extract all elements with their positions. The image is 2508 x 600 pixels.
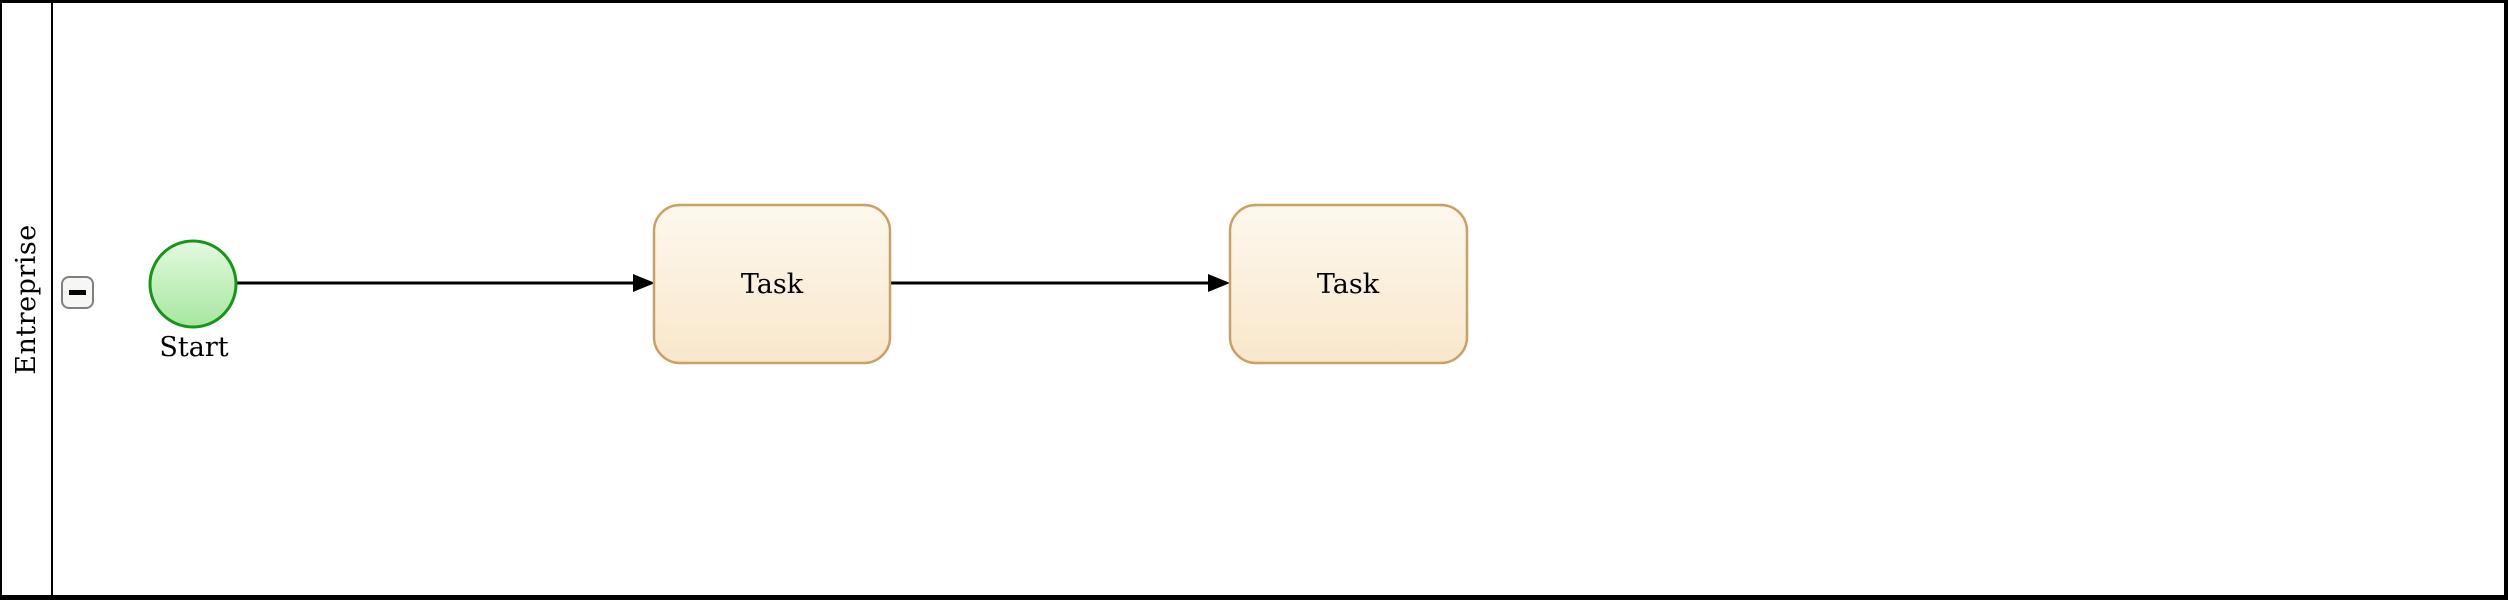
sequence-flow-2[interactable]	[891, 274, 1230, 292]
task-node-2[interactable]: Task	[1228, 203, 1469, 365]
arrowhead-icon	[1208, 274, 1230, 292]
collapse-minus-icon	[69, 290, 86, 295]
process-diagram: Start Task Task	[148, 203, 1469, 365]
task-1-shape[interactable]	[652, 203, 892, 365]
arrowhead-icon	[633, 274, 655, 292]
sequence-flow-1[interactable]	[236, 274, 655, 292]
task-1-label: Task	[741, 269, 804, 300]
task-2-label: Task	[1317, 269, 1380, 300]
task-node-1[interactable]: Task	[652, 203, 892, 365]
pool-label-strip: Entreprise	[2, 3, 53, 595]
pool-collapse-button[interactable]	[61, 276, 94, 309]
start-event-circle[interactable]	[148, 239, 238, 329]
start-event-label: Start	[159, 332, 228, 363]
task-2-shape[interactable]	[1228, 203, 1469, 365]
start-event-node[interactable]: Start	[148, 239, 238, 363]
